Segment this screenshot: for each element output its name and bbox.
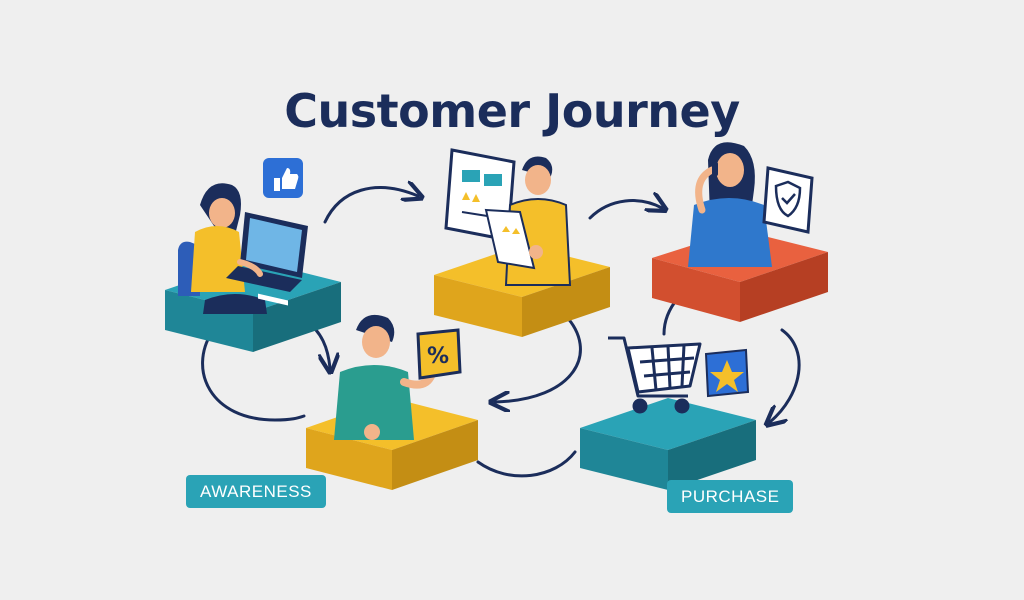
diagram-title: Customer Journey [284,84,740,138]
shopping-cart-icon [608,336,702,414]
stage-label-purchase: PURCHASE [667,480,794,513]
platform-engagement [652,142,828,322]
platform-awareness [165,183,341,352]
platform-consideration [434,148,610,337]
like-thumbs-up-icon [263,158,303,198]
svg-text:%: % [427,344,449,369]
shield-check-icon [762,166,814,234]
star-icon [704,348,750,398]
arrow-consideration-to-discount [495,313,582,402]
arrow-awareness-to-consideration [323,188,418,224]
arrow-engagement-to-purchase [770,328,801,422]
arrow-loop-left [201,330,306,422]
arrow-consideration-to-engagement [588,201,662,220]
stage-label-awareness: AWARENESS [186,475,326,508]
percent-coupon-icon: % [416,328,462,380]
platform-purchase [580,398,756,490]
arrow-discount-to-purchase [476,450,577,478]
platform-discount [306,314,478,490]
